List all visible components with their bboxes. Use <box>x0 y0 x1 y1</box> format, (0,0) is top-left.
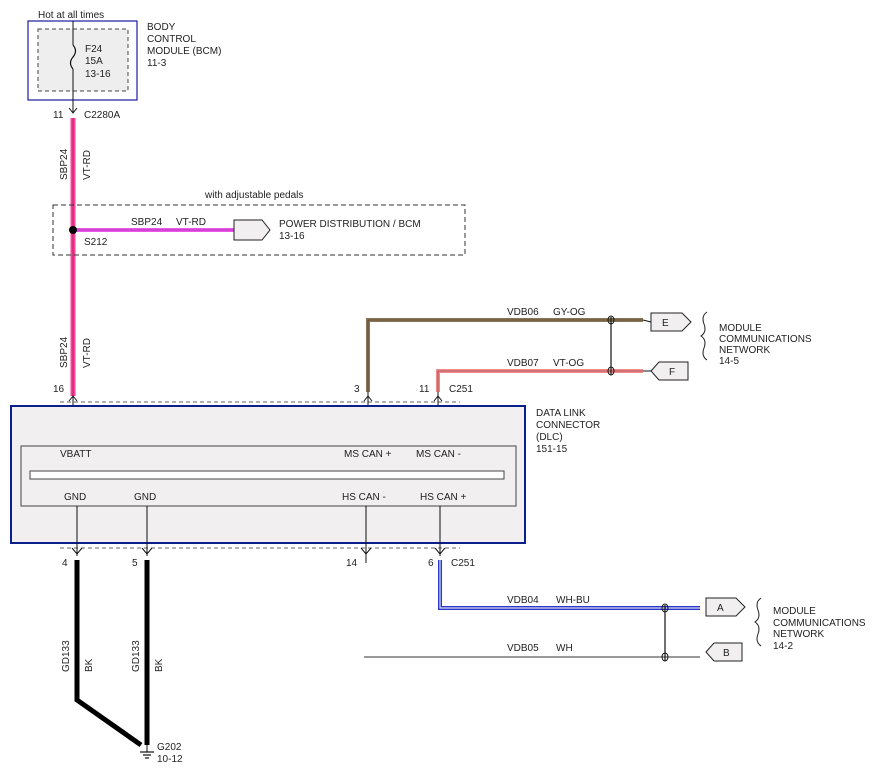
adjustable-pedals-caption: with adjustable pedals <box>204 190 303 201</box>
network-lower-title-3: NETWORK <box>773 629 824 640</box>
dlc-page-ref: 151-15 <box>536 444 568 455</box>
flag-a-label: A <box>717 603 724 614</box>
power-source-label: Hot at all times <box>38 10 104 21</box>
flag-e-lead <box>642 319 652 323</box>
pin-4-arrow-icon <box>71 547 83 555</box>
wire-sbp24-upper-color: VT-RD <box>82 150 93 180</box>
c251-top-label: C251 <box>449 384 473 395</box>
dlc-pin-vbatt: VBATT <box>60 449 91 460</box>
flag-e-icon <box>650 312 692 332</box>
bcm-title-line-1: BODY <box>147 22 176 33</box>
twisted-pair-upper-loop-a-icon <box>607 315 615 325</box>
network-upper-title-1: MODULE <box>719 323 762 334</box>
ground-page-ref: 10-12 <box>157 754 183 765</box>
wire-sbp24-lower-color: VT-RD <box>82 338 93 368</box>
flag-e-label: E <box>662 318 669 329</box>
dlc-pin-hs-can-plus: HS CAN + <box>420 492 467 503</box>
c2280a-label: C2280A <box>84 110 120 121</box>
dlc-pin-ms-can-plus: MS CAN + <box>344 449 392 460</box>
splice-dot-icon <box>69 226 77 234</box>
wire-sbp24-branch-circuit: SBP24 <box>131 217 163 228</box>
dlc-pin-hs-can-minus: HS CAN - <box>342 492 386 503</box>
fuse-symbol-icon <box>69 44 77 70</box>
wire-vdb05-color: WH <box>556 643 573 654</box>
network-upper-brace-icon <box>700 311 708 361</box>
dlc-pin-5-label: 5 <box>132 558 138 569</box>
adjustable-pedals-box <box>52 204 466 256</box>
flag-b-label: B <box>723 648 730 659</box>
network-upper-title-3: NETWORK <box>719 345 770 356</box>
wire-sbp24-branch-color: VT-RD <box>176 217 206 228</box>
twisted-pair-lower-loop-a-icon <box>661 603 669 613</box>
dlc-pin-6-label: 6 <box>428 558 434 569</box>
wire-vdb07-circuit: VDB07 <box>507 358 539 369</box>
fuse-rating: 15A <box>85 56 103 67</box>
wire-sbp24-upper-circuit: SBP24 <box>59 148 70 180</box>
network-lower-title-2: COMMUNICATIONS <box>773 618 866 629</box>
pin-14-arrow-icon <box>360 547 372 555</box>
network-upper-page-ref: 14-5 <box>719 356 739 367</box>
power-distribution-page-ref: 13-16 <box>279 231 305 242</box>
dlc-pin-gnd-b: GND <box>134 492 156 503</box>
wire-vdb04-circuit: VDB04 <box>507 595 539 606</box>
dlc-pin-gnd-a: GND <box>64 492 86 503</box>
wire-gd133-a-color: BK <box>84 658 95 672</box>
bcm-page-ref: 11-3 <box>147 58 167 69</box>
wire-vdb06-circuit: VDB06 <box>507 307 539 318</box>
wire-vdb06-color: GY-OG <box>553 307 586 318</box>
pin-6-arrow-icon <box>434 547 446 555</box>
wire-gd133-b-circuit: GD133 <box>131 640 142 672</box>
wire-vdb07-color: VT-OG <box>553 358 584 369</box>
twisted-pair-lower-loop-b-icon <box>661 652 669 662</box>
dlc-pin-4-label: 4 <box>62 558 68 569</box>
dlc-title-1: DATA LINK <box>536 408 586 419</box>
flag-a-icon <box>705 597 746 617</box>
power-distribution-label: POWER DISTRIBUTION / BCM <box>279 219 421 230</box>
wire-vdb05-circuit: VDB05 <box>507 643 539 654</box>
network-upper-title-2: COMMUNICATIONS <box>719 334 812 345</box>
wire-gd133-a <box>74 560 143 748</box>
splice-label: S212 <box>84 237 108 248</box>
wire-gd133-b-color: BK <box>154 658 165 672</box>
dlc-title-2: CONNECTOR <box>536 420 600 431</box>
bcm-fuse-box <box>37 28 129 92</box>
network-lower-title-1: MODULE <box>773 606 816 617</box>
wire-sbp24-lower-circuit: SBP24 <box>59 336 70 368</box>
ground-label: G202 <box>157 742 182 753</box>
dlc-pin-16-label: 16 <box>53 384 65 395</box>
network-lower-page-ref: 14-2 <box>773 641 793 652</box>
flag-f-label: F <box>669 367 675 378</box>
bcm-title-line-3: MODULE (BCM) <box>147 46 221 57</box>
bcm-title-line-2: CONTROL <box>147 34 196 45</box>
c251-bottom-label: C251 <box>451 558 475 569</box>
wire-vdb06 <box>366 318 643 392</box>
wire-gd133-a-circuit: GD133 <box>61 640 72 672</box>
wire-vdb04-color: WH-BU <box>556 595 590 606</box>
network-lower-brace-icon <box>754 597 762 647</box>
dlc-pin-ms-can-minus: MS CAN - <box>416 449 461 460</box>
flag-b-icon <box>705 642 743 662</box>
dlc-pin-11-label: 11 <box>419 384 430 395</box>
flag-f-icon <box>650 361 689 381</box>
dlc-pin-3-label: 3 <box>354 384 360 395</box>
wire-vdb04-center <box>439 560 700 609</box>
dlc-pin-14-label: 14 <box>346 558 358 569</box>
power-distribution-arrow-icon <box>233 219 271 241</box>
dlc-title-3: (DLC) <box>536 432 563 443</box>
pin-5-arrow-icon <box>141 547 153 555</box>
twisted-pair-upper-loop-b-icon <box>607 366 615 376</box>
bcm-pin-label: 11 <box>53 110 64 121</box>
dlc-connector-slot <box>29 470 505 480</box>
fuse-name: F24 <box>85 44 103 55</box>
wire-vdb07-center <box>437 370 643 392</box>
wire-vdb06-center <box>367 319 643 392</box>
fuse-page-ref: 13-16 <box>85 69 111 80</box>
